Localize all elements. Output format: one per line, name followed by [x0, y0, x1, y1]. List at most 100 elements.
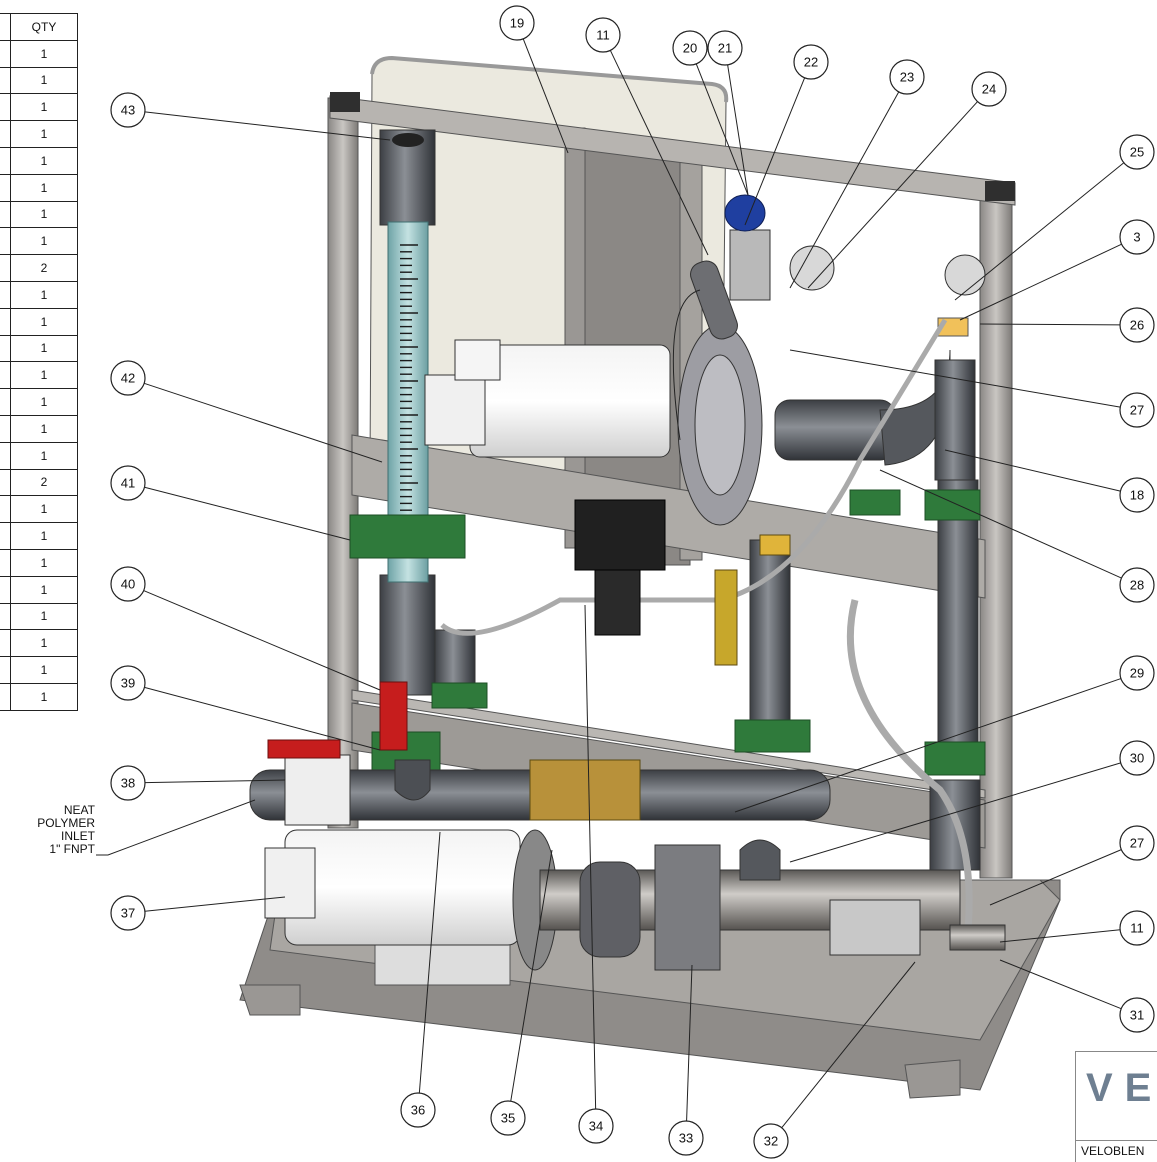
callout-leader-line	[999, 959, 1122, 1010]
callout-number: 40	[121, 577, 135, 592]
callout-number: 27	[1130, 836, 1144, 851]
callout-balloon: 25	[1119, 134, 1155, 170]
callout-number: 26	[1130, 318, 1144, 333]
bom-qty-cell: 1	[10, 495, 78, 524]
callout-leader-line	[944, 449, 1121, 492]
callout-balloon: 32	[753, 1123, 789, 1159]
callout-number: 30	[1130, 751, 1144, 766]
bom-qty-cell: 1	[10, 173, 78, 202]
callout-leader-line	[807, 101, 978, 289]
callout-number: 20	[683, 41, 697, 56]
callout-balloon: 30	[1119, 740, 1155, 776]
callout-number: 37	[121, 906, 135, 921]
callout-leader-line	[781, 961, 916, 1129]
callout-leader-line	[686, 964, 693, 1122]
callout-number: 34	[589, 1119, 603, 1134]
callout-leader-line	[144, 686, 381, 751]
callout-number: 25	[1130, 145, 1144, 160]
callout-balloon: 28	[1119, 567, 1155, 603]
callout-balloon: 19	[499, 5, 535, 41]
callout-number: 27	[1130, 403, 1144, 418]
bom-qty-cell: 1	[10, 280, 78, 309]
inlet-note-line: 1" FNPT	[49, 842, 95, 856]
bom-row: 1	[0, 682, 78, 711]
logo-letters: VE	[1086, 1066, 1157, 1110]
callout-number: 36	[411, 1103, 425, 1118]
callout-number: 39	[121, 676, 135, 691]
callout-number: 3	[1133, 230, 1140, 245]
callout-balloon: 20	[672, 30, 708, 66]
callout-number: 33	[679, 1131, 693, 1146]
callout-leader-line	[143, 590, 381, 691]
bom-row: 1	[0, 388, 78, 416]
bom-row: 1	[0, 93, 78, 122]
callout-number: 31	[1130, 1008, 1144, 1023]
callout-number: 24	[982, 82, 996, 97]
callout-balloon: 24	[971, 71, 1007, 107]
callout-number: 43	[121, 103, 135, 118]
callout-balloon: 11	[1119, 910, 1155, 946]
inlet-leader-line	[96, 799, 256, 856]
callout-leader-line	[695, 63, 749, 196]
callout-balloon: 11	[585, 17, 621, 53]
bom-qty-cell: 1	[10, 93, 78, 122]
callout-number: 28	[1130, 578, 1144, 593]
callout-leader-line	[144, 486, 351, 541]
callout-number: 32	[764, 1134, 778, 1149]
callout-balloon: 27	[1119, 825, 1155, 861]
callout-leader-line	[510, 849, 553, 1102]
callout-number: 35	[501, 1111, 515, 1126]
logo-caption: VELOBLEN	[1081, 1144, 1145, 1158]
bom-qty-cell: 1	[10, 66, 78, 95]
callout-balloon: 34	[578, 1108, 614, 1144]
callout-balloon: 31	[1119, 997, 1155, 1033]
bom-qty-cell: 1	[10, 307, 78, 336]
callout-number: 41	[121, 476, 135, 491]
inlet-note-line: INLET	[60, 829, 95, 843]
callout-number: 42	[121, 371, 135, 386]
callout-balloon: 27	[1119, 392, 1155, 428]
bom-qty-cell: 1	[10, 656, 78, 684]
company-logo-title-block: VE VELOBLEN	[1075, 1051, 1157, 1162]
callout-leader-line	[954, 162, 1125, 301]
bom-row: 2	[0, 254, 78, 282]
bom-row: 1	[0, 280, 78, 309]
bom-qty-cell: 2	[10, 468, 78, 497]
callout-leader-line	[744, 77, 806, 226]
callout-balloon: 3	[1119, 219, 1155, 255]
bom-qty-cell: 1	[10, 200, 78, 229]
bom-row: 1	[0, 414, 78, 443]
callout-number: 11	[596, 28, 610, 43]
callout-leader-line	[727, 64, 749, 196]
callout-balloon: 18	[1119, 477, 1155, 513]
bom-row: 1	[0, 307, 78, 336]
callout-number: 29	[1130, 666, 1144, 681]
callout-balloon: 22	[793, 44, 829, 80]
bom-qty-cell: 1	[10, 227, 78, 256]
bom-qty-cell: 1	[10, 682, 78, 711]
callout-leader-line	[584, 604, 597, 1110]
callout-leader-line	[144, 111, 391, 141]
callout-number: 21	[718, 41, 732, 56]
callout-balloon: 41	[110, 465, 146, 501]
inlet-note-line: POLYMER	[37, 816, 95, 830]
callout-leader-line	[999, 929, 1121, 943]
callout-leader-line	[609, 50, 709, 256]
inlet-note-line: NEAT	[63, 803, 95, 817]
callout-leader-line	[143, 382, 383, 463]
bom-row: 1	[0, 441, 78, 470]
bom-row: 2	[0, 468, 78, 497]
callout-number: 38	[121, 776, 135, 791]
callout-leader-line	[989, 849, 1122, 906]
bom-row: 1	[0, 656, 78, 684]
callout-balloon: 38	[110, 765, 146, 801]
callout-balloon: 37	[110, 895, 146, 931]
callout-leader-line	[144, 779, 286, 784]
callout-leader-line	[418, 831, 441, 1094]
callout-leader-line	[959, 243, 1122, 321]
callout-balloon: 39	[110, 665, 146, 701]
callout-balloon: 42	[110, 360, 146, 396]
